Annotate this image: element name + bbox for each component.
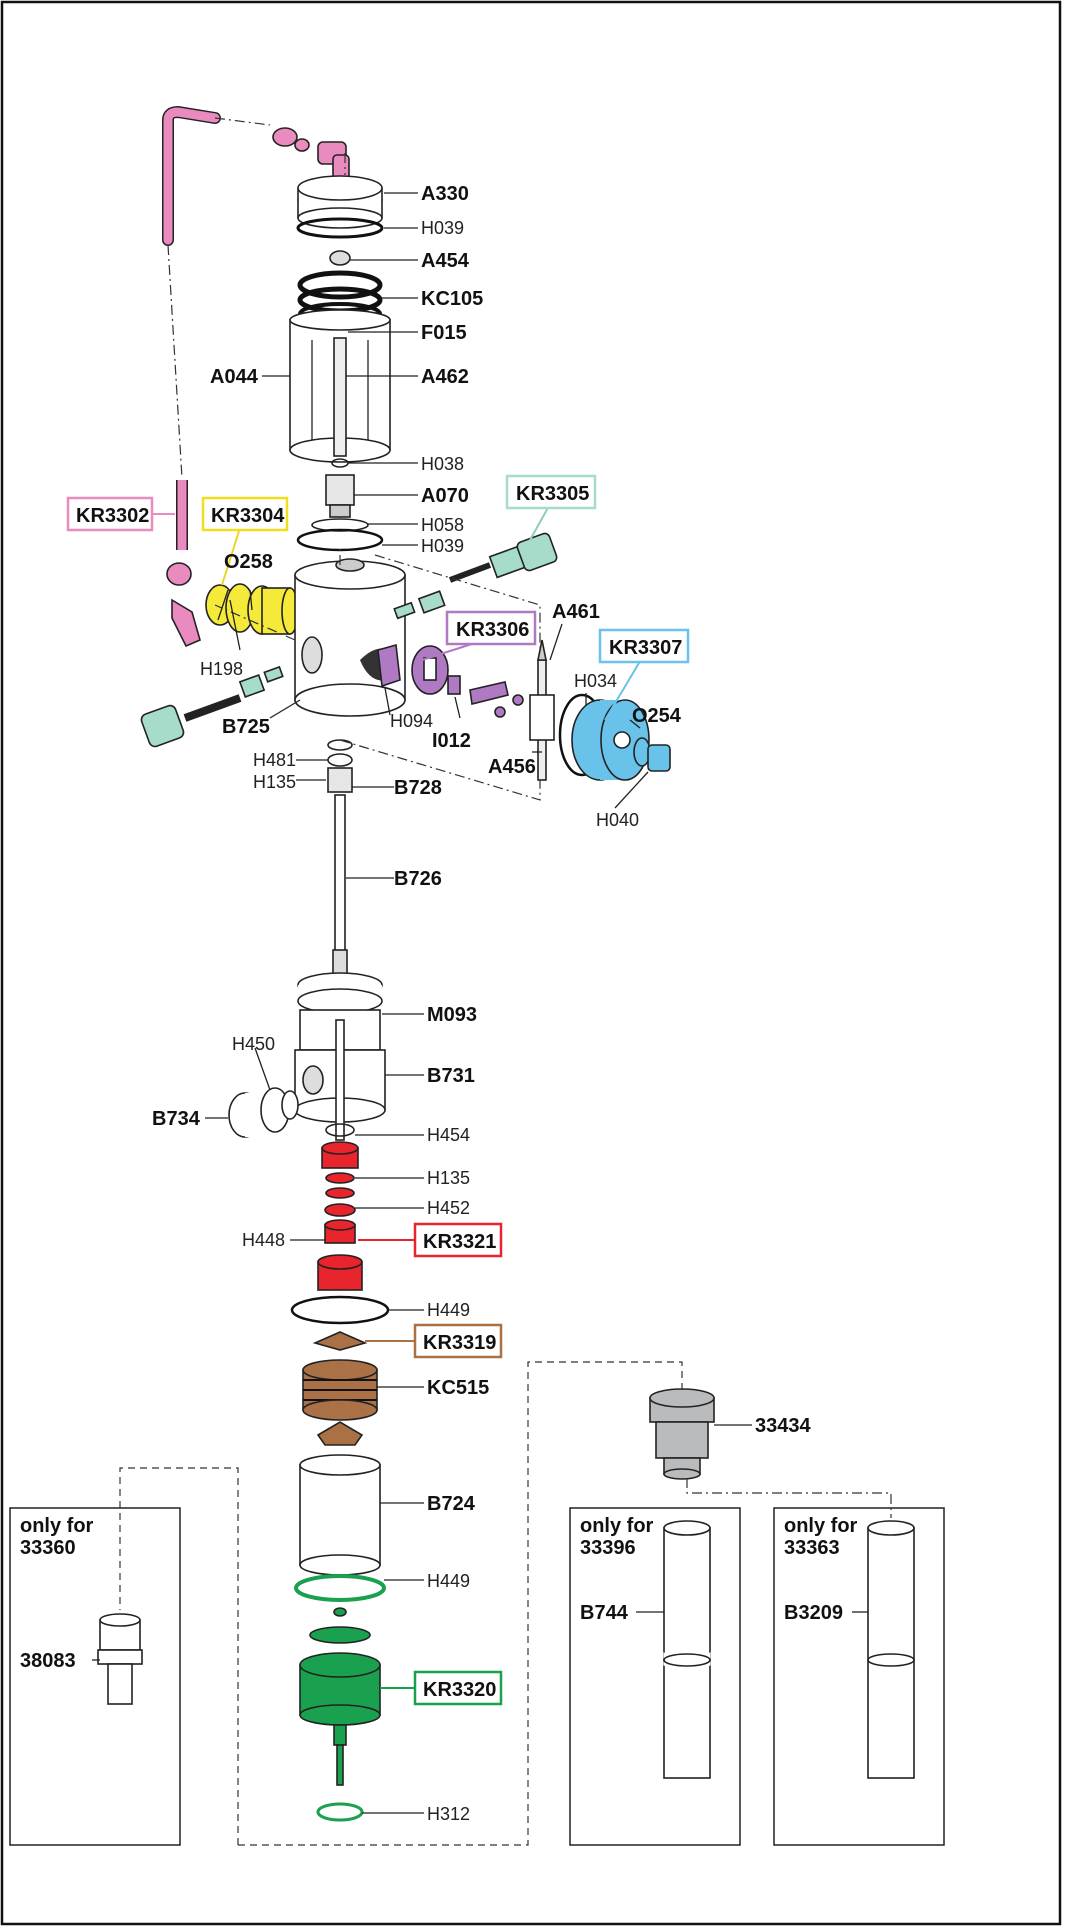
part-label-kc105: KC105 [421, 288, 483, 310]
cylinder-a044 [289, 309, 391, 463]
part-label-h135b: H135 [427, 1168, 470, 1188]
part-label-kc515: KC515 [427, 1377, 489, 1399]
body-b725 [294, 558, 406, 717]
part-label-h452: H452 [427, 1198, 470, 1218]
hose-pink [162, 105, 350, 648]
part-label-33434: 33434 [755, 1415, 811, 1437]
kit-box-kr3306 [445, 610, 537, 646]
part-label-i012: I012 [432, 730, 471, 752]
part-label-a044: A044 [210, 366, 259, 388]
kit-leader-kr3305 [529, 505, 550, 541]
inset-heading-3-model: 33363 [784, 1537, 840, 1559]
part-label-b725: B725 [222, 716, 270, 738]
packings-brown-kr3319 [302, 1331, 378, 1446]
kit-box-kr3320 [413, 1670, 503, 1706]
pipe-b744 [663, 1520, 711, 1779]
inset-heading-3-label: only for [784, 1515, 858, 1537]
kit-box-kr3307 [598, 628, 690, 664]
part-label-b734: B734 [152, 1108, 201, 1130]
kit-label-kr3320: KR3320 [423, 1679, 496, 1701]
fitting-b734 [228, 1087, 299, 1138]
part-label-h094: H094 [390, 711, 433, 731]
part-label-a070: A070 [421, 485, 469, 507]
part-label-h449a: H449 [427, 1300, 470, 1320]
kit-box-kr3305 [505, 474, 597, 510]
kit-label-kr3307: KR3307 [609, 637, 682, 659]
part-label-h034: H034 [574, 671, 617, 691]
leader-lines [92, 192, 868, 1814]
kit-label-kr3306: KR3306 [456, 619, 529, 641]
gasket-purple-kr3306 [377, 643, 524, 718]
part-label-h454: H454 [427, 1125, 470, 1145]
part-label-b731: B731 [427, 1065, 475, 1087]
part-label-h450: H450 [232, 1034, 275, 1054]
inset-heading-1-model: 33360 [20, 1537, 76, 1559]
part-label-o258: O258 [224, 551, 273, 573]
kit-leader-kr3304 [221, 527, 241, 586]
part-label-a330: A330 [421, 183, 469, 205]
cylinder-b724 [299, 1454, 381, 1576]
piston-kc105 [297, 250, 383, 338]
foot-valve-green-kr3320 [294, 1574, 386, 1822]
kit-box-kr3319 [413, 1323, 503, 1359]
rod-b726 [327, 739, 353, 981]
part-label-38083: 38083 [20, 1650, 76, 1672]
part-label-h039b: H039 [421, 536, 464, 556]
part-label-m093: M093 [427, 1004, 477, 1026]
fittings-a070 [296, 458, 384, 552]
kit-label-kr3302: KR3302 [76, 505, 149, 527]
part-label-h058: H058 [421, 515, 464, 535]
inset-heading-1-label: only for [20, 1515, 94, 1537]
part-label-a456: A456 [488, 756, 536, 778]
kit-label-kr3304: KR3304 [211, 505, 285, 527]
kit-label-kr3305: KR3305 [516, 483, 589, 505]
part-label-h312: H312 [427, 1804, 470, 1824]
part-label-a462: A462 [421, 366, 469, 388]
coupling-33434 [649, 1388, 715, 1480]
part-label-b726: B726 [394, 868, 442, 890]
part-label-h038: H038 [421, 454, 464, 474]
inset-heading-2-model: 33396 [580, 1537, 636, 1559]
kit-label-kr3321: KR3321 [423, 1231, 496, 1253]
flange-blue-kr3307 [558, 693, 671, 781]
inset-box-33363 [773, 1507, 945, 1846]
part-label-f015: F015 [421, 322, 467, 344]
inset-heading-2-label: only for [580, 1515, 654, 1537]
part-label-b728: B728 [394, 777, 442, 799]
part-label-h449b: H449 [427, 1571, 470, 1591]
kit-box-kr3321 [413, 1222, 503, 1258]
kit-box-kr3304 [201, 496, 289, 532]
kit-label-kr3319: KR3319 [423, 1332, 496, 1354]
inset-box-33396 [569, 1507, 741, 1846]
kit-leader-kr3307 [604, 657, 643, 721]
valve-yellow-kr3304 [205, 583, 299, 635]
part-label-b744: B744 [580, 1602, 629, 1624]
kit-box-kr3302 [66, 496, 154, 532]
part-label-h135a: H135 [253, 772, 296, 792]
part-label-a454: A454 [421, 250, 470, 272]
assembly-lines [119, 153, 892, 1846]
valve-mint-kr3305 [140, 532, 558, 748]
pipe-b3209 [867, 1520, 915, 1779]
part-label-a461: A461 [552, 601, 600, 623]
inset-box-33360 [9, 1507, 181, 1846]
cap-a330 [296, 175, 384, 239]
part-label-b3209: B3209 [784, 1602, 843, 1624]
part-label-h198: H198 [200, 659, 243, 679]
part-label-h448: H448 [242, 1230, 285, 1250]
part-label-h040: H040 [596, 810, 639, 830]
part-label-o254: O254 [632, 705, 682, 727]
seals-red-kr3321 [290, 1123, 390, 1325]
shaft-a456 [529, 639, 555, 781]
part-label-h481: H481 [253, 750, 296, 770]
fitting-38083 [97, 1613, 143, 1705]
part-label-h039a: H039 [421, 218, 464, 238]
part-label-b724: B724 [427, 1493, 476, 1515]
housing-b731 [294, 972, 386, 1141]
